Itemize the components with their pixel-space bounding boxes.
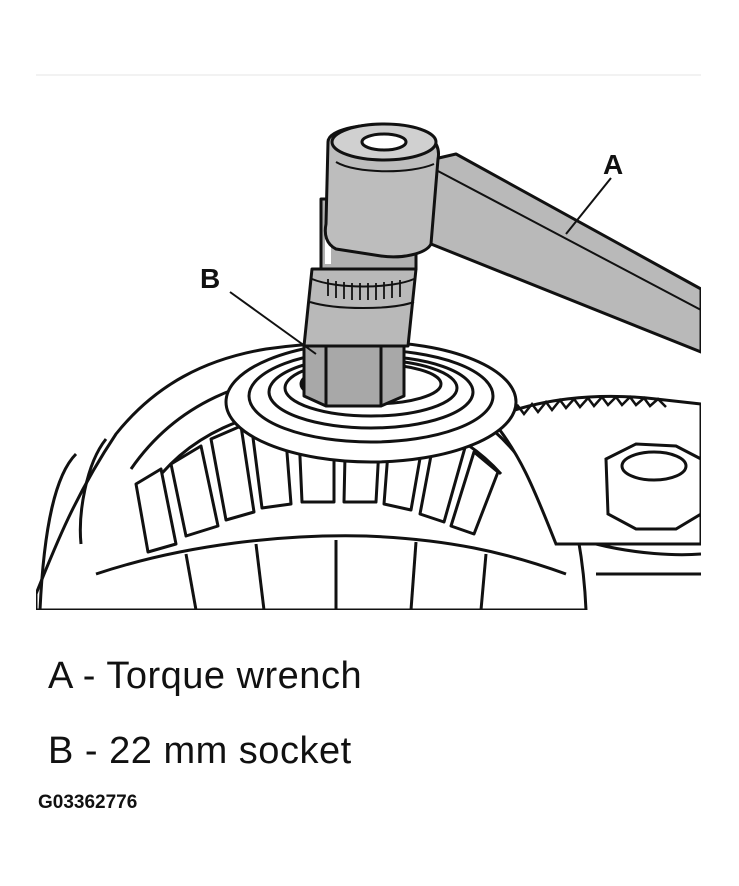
callout-b: B	[200, 263, 220, 294]
torque-wrench	[323, 122, 701, 354]
leader-b	[229, 291, 317, 355]
ring-gear	[488, 394, 701, 576]
leader-a	[565, 177, 612, 235]
figure-id: G03362776	[38, 792, 138, 813]
housing-ribs	[95, 372, 567, 610]
callout-a: A	[603, 149, 623, 180]
legend-item-b: B - 22 mm socket	[48, 730, 352, 772]
illustration: A B	[36, 74, 701, 610]
callout-leaders	[229, 177, 612, 355]
legend-item-a: A - Torque wrench	[48, 655, 363, 697]
